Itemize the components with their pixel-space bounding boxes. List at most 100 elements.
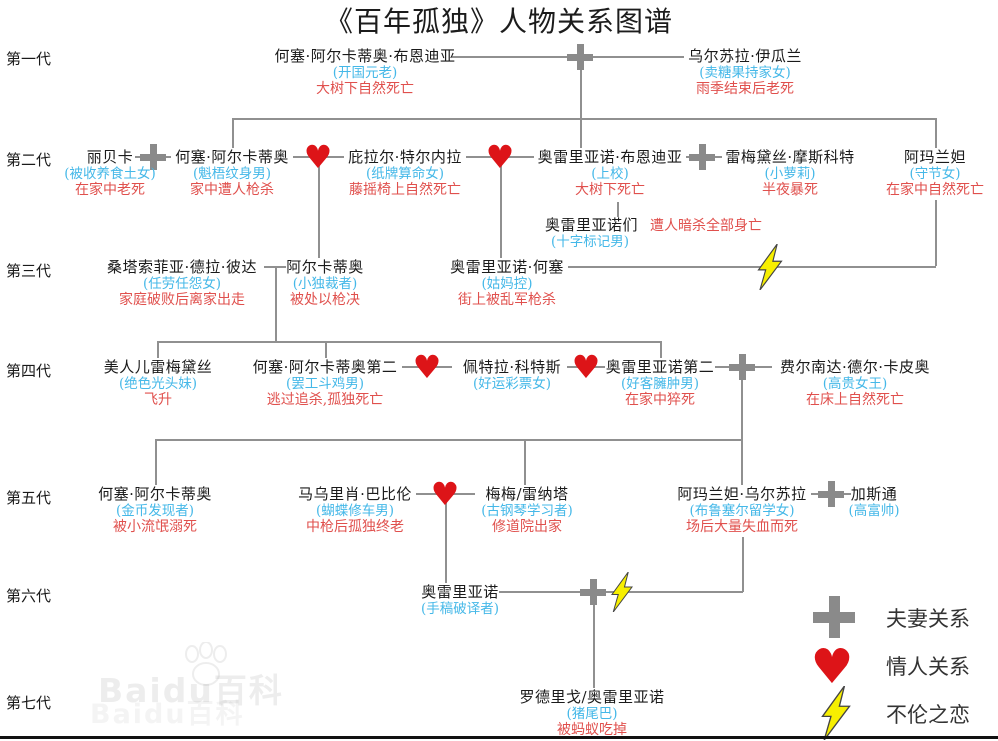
connector-line (466, 156, 534, 158)
connector-line (402, 366, 452, 368)
person-name: 奥雷里亚诺·何塞 (450, 258, 564, 276)
person-name: 罗德里戈/奥雷里亚诺 (519, 688, 665, 706)
person-description: (被收养食土女) (64, 166, 156, 182)
person-node-aureliano-segundo: 奥雷里亚诺第二(好客臃肿男)在家中猝死 (605, 358, 715, 409)
person-fate: 大树下自然死亡 (315, 81, 414, 97)
person-description: (小萝莉) (764, 166, 816, 182)
person-name: 何塞·阿尔卡蒂奥第二 (252, 358, 398, 376)
person-description: (好客臃肿男) (620, 376, 700, 392)
connector-line (157, 341, 661, 343)
person-description: (手稿破译者) (420, 601, 500, 617)
person-fate: 家庭破败后离家出走 (118, 292, 245, 308)
person-description: (蝴蝶修车男) (315, 503, 395, 519)
connector-line (232, 118, 936, 120)
plus-icon (140, 144, 166, 170)
generation-label-4: 第四代 (6, 362, 52, 380)
person-fate: 在家中自然死亡 (886, 182, 984, 198)
person-node-aureliano-jose: 奥雷里亚诺·何塞(姑妈控)街上被乱军枪杀 (450, 258, 564, 309)
person-fate: 被蚂蚁吃掉 (557, 722, 627, 738)
connector-line (232, 118, 234, 148)
person-description: (金币发现者) (115, 503, 195, 519)
person-fate: 中枪后孤独终老 (306, 519, 404, 535)
connector-line (580, 118, 582, 148)
generation-label-5: 第五代 (6, 489, 52, 507)
person-fate: 飞升 (143, 392, 172, 408)
connector-line (660, 341, 662, 358)
person-node-jose-arcadio-segundo: 何塞·阿尔卡蒂奥第二(罢工斗鸡男)逃过追杀,孤独死亡 (252, 358, 398, 409)
person-fate: 在家中老死 (74, 182, 145, 198)
person-node-meme-renata: 梅梅/雷纳塔(古钢琴学习者)修道院出家 (481, 486, 573, 536)
person-fate: 在家中猝死 (624, 392, 695, 408)
lightning-icon (821, 686, 851, 740)
generation-label-1: 第一代 (6, 50, 52, 68)
person-node-jose-arcadio: 何塞·阿尔卡蒂奥(魁梧纹身男)家中遭人枪杀 (175, 148, 289, 199)
person-description: (守节女) (909, 166, 961, 182)
generation-label-6: 第六代 (6, 587, 52, 605)
person-name: 佩特拉·科特斯 (462, 358, 562, 376)
connector-line (568, 266, 936, 268)
connector-line (293, 156, 344, 158)
person-node-gaston: 加斯通(高富帅) (848, 486, 900, 520)
person-node-arcadio: 阿尔卡蒂奥(小独裁者)被处以枪决 (286, 258, 364, 309)
person-name: 费尔南达·德尔·卡皮奥 (779, 358, 931, 376)
connector-line (741, 439, 743, 485)
person-name: 乌尔苏拉·伊瓜兰 (688, 47, 802, 65)
connector-line (155, 439, 742, 441)
person-fate: 遭人暗杀全部身亡 (650, 218, 762, 234)
watermark-text-shadow: Baidu百科 (90, 699, 245, 730)
person-node-amaranta: 阿玛兰妲(守节女)在家中自然死亡 (886, 149, 984, 199)
person-node-aureliano-vi: 奥雷里亚诺(手稿破译者) (420, 584, 500, 618)
person-description: (古钢琴学习者) (481, 503, 573, 519)
person-name: 阿尔卡蒂奥 (286, 258, 364, 276)
person-description: (高富帅) (848, 503, 900, 519)
person-description: (十字标记男) (551, 234, 630, 250)
person-node-remedios-the-beauty: 美人儿雷梅黛丝(绝色光头妹)飞升 (104, 359, 213, 409)
legend-label-spouse: 夫妻关系 (886, 607, 970, 631)
person-description: (开国元老) (332, 65, 398, 81)
person-name: 何塞·阿尔卡蒂奥 (175, 148, 289, 166)
person-node-colonel-aureliano-buendia: 奥雷里亚诺·布恩迪亚(上校)大树下死亡 (538, 149, 683, 199)
plus-icon (729, 354, 755, 380)
person-fate: 家中遭人枪杀 (190, 182, 274, 198)
person-description: (上校) (591, 166, 629, 182)
connector-line (593, 592, 595, 688)
plus-icon (689, 144, 715, 170)
person-description: (绝色光头妹) (118, 376, 198, 392)
watermark-text: Baidu百科 (98, 671, 284, 710)
heart-icon: ♥ (571, 348, 601, 386)
connector-line (325, 341, 327, 358)
lightning-icon (757, 244, 783, 290)
plus-icon (818, 481, 844, 507)
connector-line (416, 493, 475, 495)
person-node-jose-arcadio-v: 何塞·阿尔卡蒂奥(金币发现者)被小流氓溺死 (98, 485, 212, 536)
connector-line (935, 200, 937, 266)
plus-icon (813, 596, 855, 638)
paw-icon (185, 642, 227, 686)
generation-label-3: 第三代 (6, 262, 52, 280)
legend-label-incest: 不伦之恋 (886, 703, 970, 727)
person-name: 奥雷里亚诺第二 (605, 358, 715, 376)
person-fate: 半夜暴死 (762, 182, 818, 198)
connector-line (318, 163, 320, 258)
person-fate: 大树下死亡 (575, 182, 645, 198)
person-name: 何塞·阿尔卡蒂奥 (98, 485, 212, 503)
plus-icon (567, 44, 593, 70)
person-description: (小独裁者) (292, 276, 358, 292)
heart-icon: ♥ (430, 475, 460, 513)
person-node-petra-cotes: 佩特拉·科特斯(好运彩票女) (462, 358, 562, 393)
person-node-rodrigo-aureliano: 罗德里戈/奥雷里亚诺(猪尾巴)被蚂蚁吃掉 (519, 688, 665, 739)
person-description: (姑妈控) (481, 276, 533, 292)
person-node-mauricio-babilonia: 马乌里肖·巴比伦(蝴蝶修车男)中枪后孤独终老 (298, 486, 412, 536)
person-name: 丽贝卡 (86, 148, 134, 166)
connector-line (742, 537, 744, 592)
person-description: (任劳任怨女) (142, 276, 222, 292)
person-node-fernanda-del-carpio: 费尔南达·德尔·卡皮奥(高贵女王)在床上自然死亡 (779, 358, 931, 409)
person-fate: 在床上自然死亡 (805, 392, 904, 408)
person-description: (高贵女王) (822, 376, 888, 392)
heart-icon: ♥ (303, 138, 333, 176)
person-fate: 被小流氓溺死 (113, 519, 197, 535)
person-node-pilar-ternera: 庇拉尔·特尔内拉(纸牌算命女)藤摇椅上自然死亡 (348, 149, 462, 199)
connector-line (580, 57, 582, 119)
person-node-rebeca: 丽贝卡(被收养食土女)在家中老死 (64, 148, 156, 199)
person-node-amaranta-ursula: 阿玛兰妲·乌尔苏拉(布鲁塞尔留学女)场后大量失血而死 (677, 486, 806, 536)
